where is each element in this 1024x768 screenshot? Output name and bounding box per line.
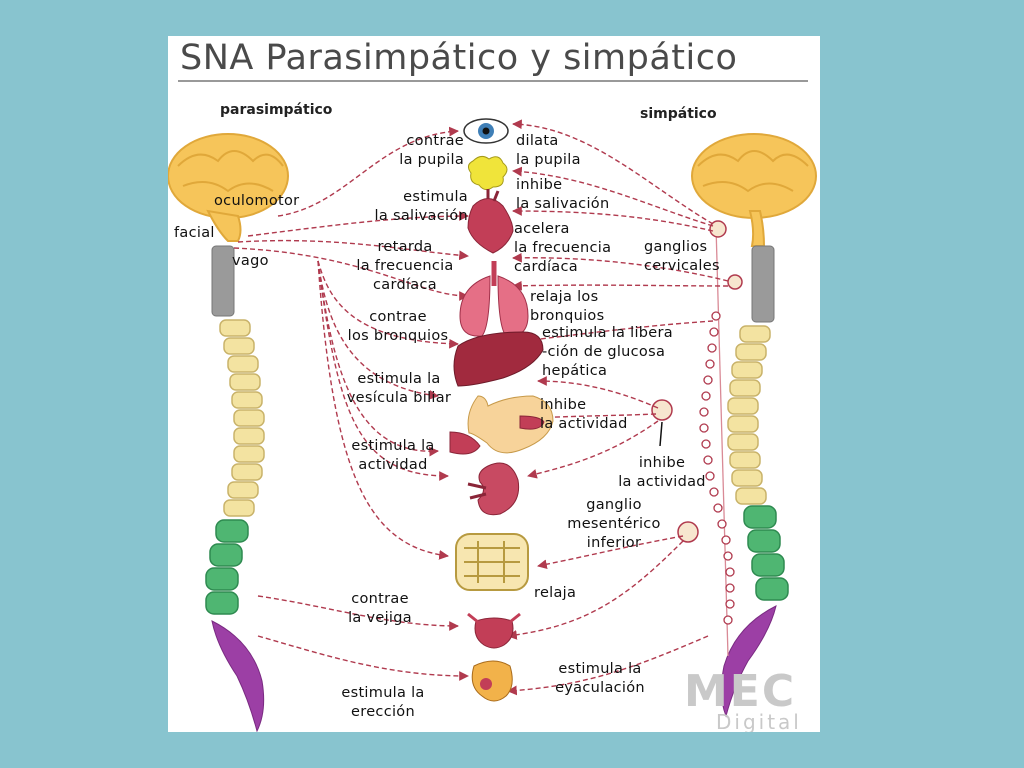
heart-organ bbox=[467, 189, 514, 254]
nerve-vago: vago bbox=[232, 253, 269, 269]
left-brain bbox=[168, 133, 289, 242]
salivary-gland-organ bbox=[467, 155, 508, 191]
left-spine bbox=[205, 245, 265, 732]
kidney-organ bbox=[467, 462, 520, 516]
nerve-oculomotor: oculomotor bbox=[214, 193, 300, 209]
right-brain bbox=[691, 133, 817, 247]
eye-organ bbox=[463, 118, 509, 144]
page-title: SNA Parasimpático y simpático bbox=[180, 38, 738, 78]
ganglia-nodes bbox=[651, 220, 743, 543]
header-sympathetic: simpático bbox=[640, 106, 717, 122]
pointer-line bbox=[659, 421, 663, 447]
mec-logo-sub: Digital bbox=[716, 710, 802, 732]
diagram-card: SNA Parasimpático y simpático parasimpát… bbox=[168, 36, 820, 732]
title-underline bbox=[178, 80, 808, 82]
liver-organ bbox=[453, 331, 544, 387]
bladder-organ bbox=[467, 612, 521, 649]
sympathetic-chain bbox=[699, 225, 735, 657]
reproductive-organ bbox=[471, 660, 513, 702]
right-spine bbox=[720, 245, 789, 718]
stomach-organ bbox=[449, 395, 554, 455]
nerve-facial: facial bbox=[174, 225, 215, 241]
mec-logo: MEC bbox=[684, 666, 797, 717]
parasympathetic-arrows bbox=[233, 126, 469, 681]
label-relax-intestine: relaja bbox=[534, 585, 577, 601]
header-parasympathetic: parasimpático bbox=[220, 102, 333, 118]
diagram-artwork bbox=[168, 118, 817, 732]
lungs-organ bbox=[459, 261, 529, 337]
intestine-organ bbox=[455, 533, 529, 591]
